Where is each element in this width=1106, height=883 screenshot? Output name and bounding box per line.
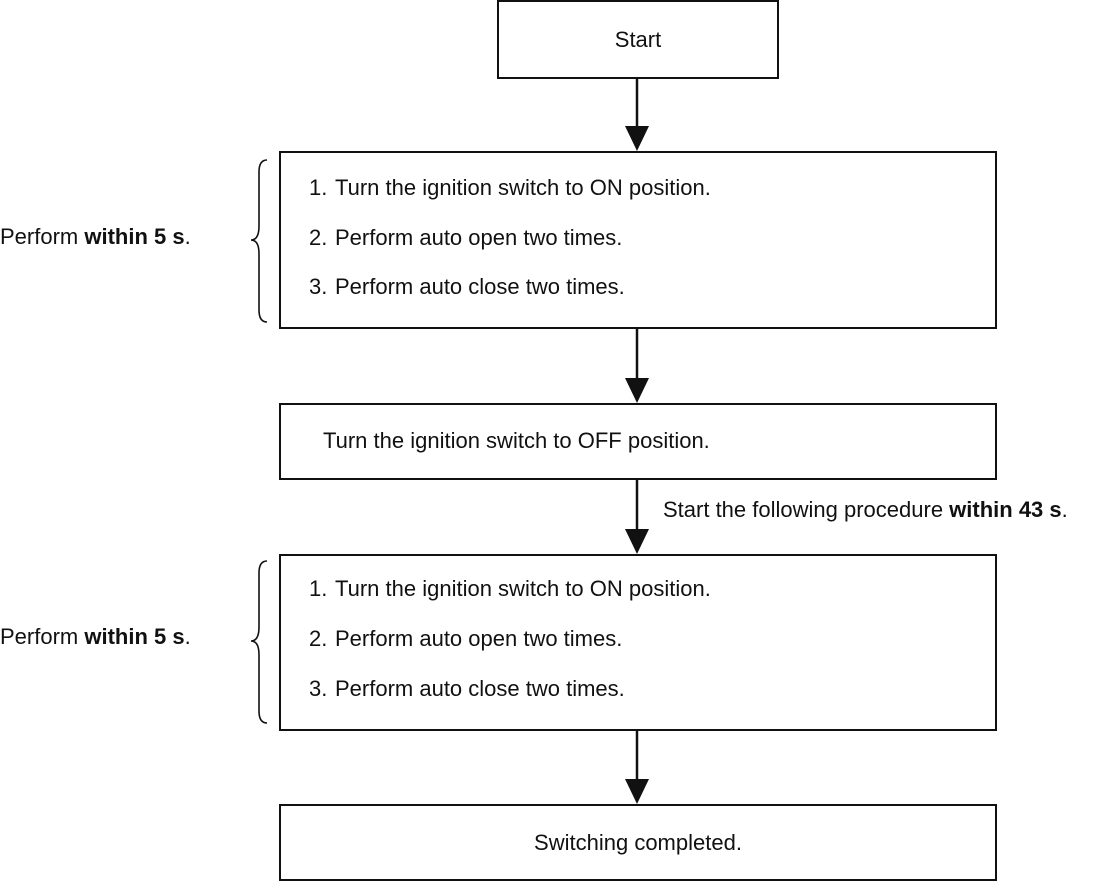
step-item: 1.Turn the ignition switch to ON positio… bbox=[309, 175, 711, 200]
step-item: 2.Perform auto open two times. bbox=[309, 225, 623, 250]
arrowhead-down bbox=[625, 378, 649, 403]
arrowhead-down bbox=[625, 529, 649, 554]
start-box: Start bbox=[497, 0, 779, 79]
step-item: 3.Perform auto close two times. bbox=[309, 274, 625, 299]
end-box: Switching completed. bbox=[279, 804, 997, 881]
brace-group-1 bbox=[250, 159, 268, 323]
brace-group-2 bbox=[250, 560, 268, 724]
transition-timing-note: Start the following procedure within 43 … bbox=[663, 497, 1068, 522]
arrowhead-down bbox=[625, 126, 649, 151]
start-box-label: Start bbox=[614, 26, 662, 52]
step-item: 1.Turn the ignition switch to ON positio… bbox=[309, 576, 711, 601]
group1-timing-label: Perform within 5 s. bbox=[0, 224, 191, 249]
step-group-1-box: 1.Turn the ignition switch to ON positio… bbox=[279, 151, 997, 329]
step-item: 2.Perform auto open two times. bbox=[309, 626, 623, 651]
step-group-2-box: 1.Turn the ignition switch to ON positio… bbox=[279, 554, 997, 731]
end-box-label: Switching completed. bbox=[534, 829, 742, 855]
group2-timing-label: Perform within 5 s. bbox=[0, 624, 191, 649]
ignition-off-box: Turn the ignition switch to OFF position… bbox=[279, 403, 997, 480]
arrowhead-down bbox=[625, 779, 649, 804]
ignition-off-label: Turn the ignition switch to OFF position… bbox=[323, 428, 710, 453]
step-item: 3.Perform auto close two times. bbox=[309, 676, 625, 701]
